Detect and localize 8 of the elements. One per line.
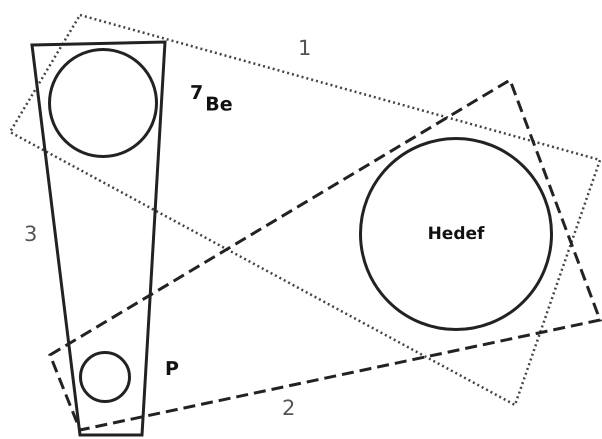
circle-outline [48,48,158,158]
beam-number: 3 [24,222,38,246]
node-label: Hedef [428,224,484,244]
circle-outline [79,351,131,403]
particle-label: P [165,358,179,380]
beam-number: 1 [298,36,312,60]
target-circle [359,137,553,331]
beam-number: 2 [282,396,296,420]
